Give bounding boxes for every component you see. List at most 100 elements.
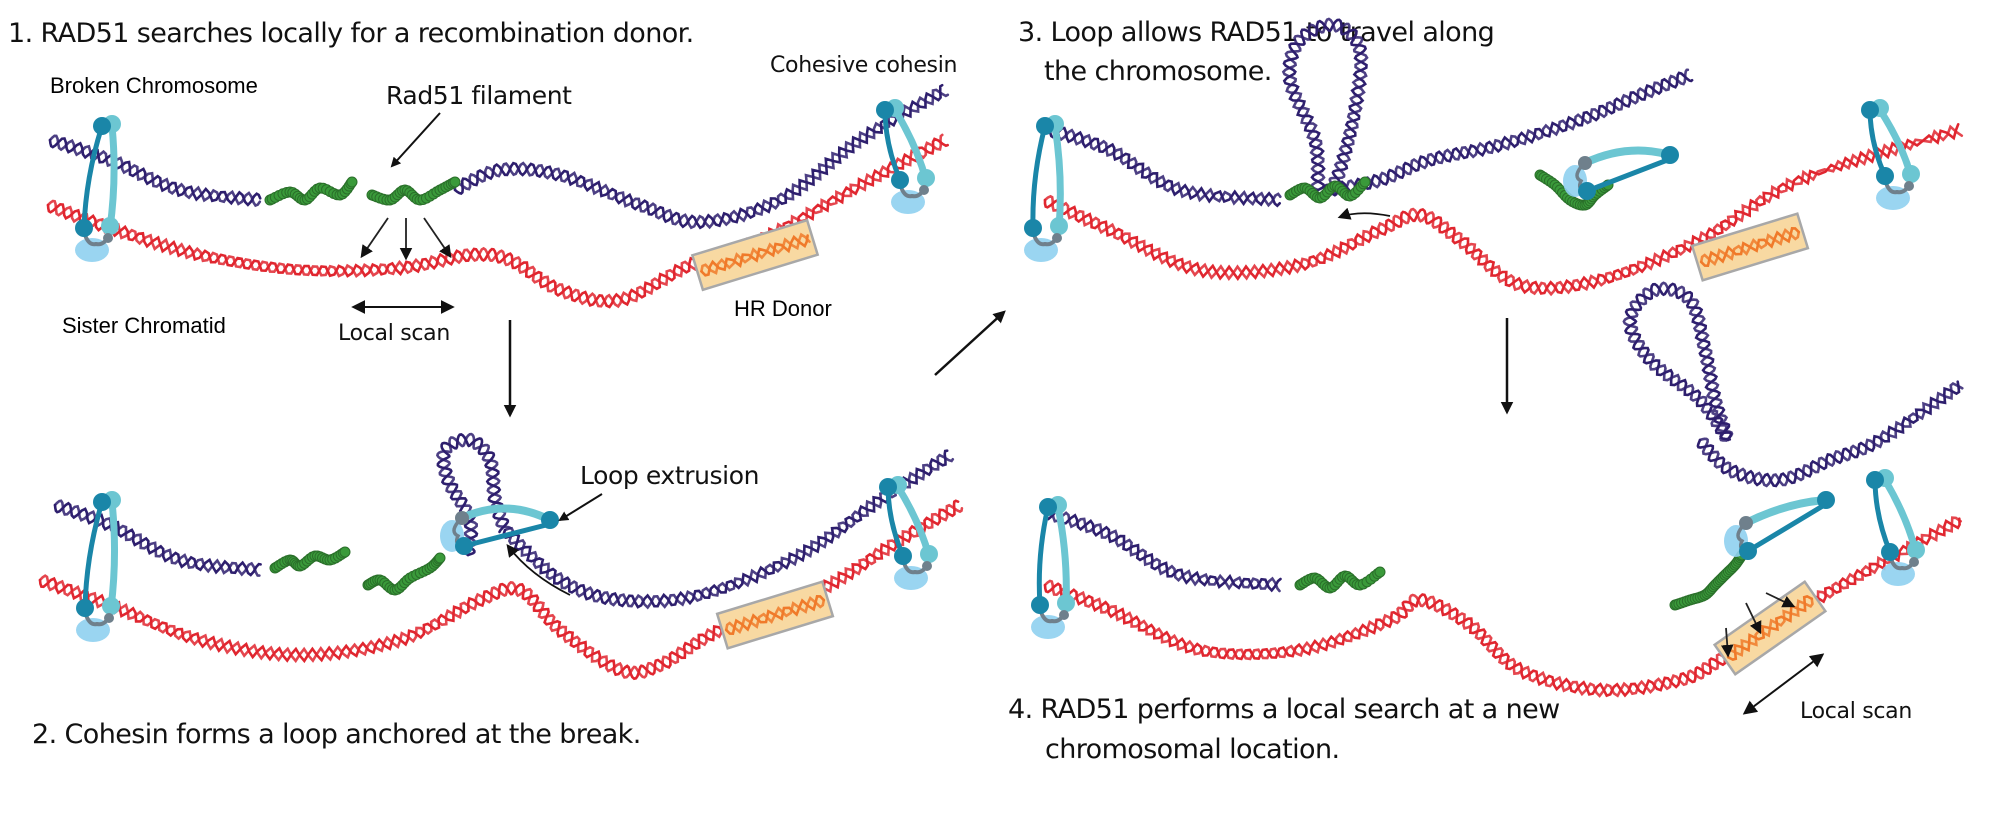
cohesin-head: [93, 493, 111, 511]
cohesive-cohesin-left: [1031, 496, 1075, 639]
cohesin-arm-light: [1581, 146, 1674, 167]
extruded-loop-strand: [1281, 17, 1369, 194]
loop-extruding-cohesin: [440, 504, 559, 555]
broken-chromosome-left-arm: [1043, 506, 1282, 593]
cohesin-hinge: [455, 511, 469, 525]
broken-chromosome-left-arm: [1048, 124, 1282, 208]
hr-donor-dna-strand: [700, 232, 811, 275]
panel-3-title-line1: 3. Loop allows RAD51 to travel along: [1018, 17, 1494, 48]
hr-donor-region: [715, 580, 835, 650]
sister-chromatid-strand: [1043, 123, 1960, 295]
cohesin-head: [93, 117, 111, 135]
search-arrow: [1745, 602, 1762, 635]
cohesin-hinge: [76, 599, 94, 617]
panel-4: Local scan 4. RAD51 performs a local sea…: [1008, 281, 1964, 765]
broken-chromosome-left-arm-strand: [48, 137, 262, 207]
cohesin-hinge: [103, 233, 113, 243]
search-arrow: [1720, 627, 1734, 658]
cohesin-hinge: [922, 561, 932, 571]
rad51-filament: [1284, 176, 1371, 204]
search-arrow: [360, 217, 389, 259]
extruded-loop-strand: [1282, 18, 1368, 192]
sister-chromatid: [46, 133, 949, 309]
panel-2-dna: [38, 432, 964, 681]
rad51-monomer: [339, 546, 351, 558]
hr-donor-dna: [700, 232, 811, 277]
broken-chromosome-right-arm-strand: [1698, 381, 1964, 488]
search-arrow: [1765, 592, 1796, 608]
rad51-monomer: [449, 176, 461, 188]
broken-chromosome-right-arm: [453, 83, 950, 230]
panel-4-title-line2: chromosomal location.: [1045, 734, 1339, 765]
panel-2: Loop extrusion 2. Cohesin forms a loop a…: [32, 432, 964, 750]
cohesin-hinge: [920, 545, 938, 563]
rad51-filament: [1294, 566, 1386, 594]
cohesin-hinge: [1881, 543, 1899, 561]
broken-chromosome-right-arm: [502, 449, 955, 610]
cohesin-head: [455, 537, 473, 555]
hr-donor-dna: [724, 594, 826, 636]
cohesin-hinge: [75, 219, 93, 237]
hr-donor-dna: [1726, 594, 1814, 662]
rad51-filament: [1669, 549, 1748, 611]
sister-chromatid: [1043, 123, 1964, 297]
cohesive-cohesin-right: [1861, 99, 1920, 210]
extrusion-direction-arrow: [506, 543, 571, 596]
extruded-loop-strand: [1622, 281, 1734, 442]
hr-donor-region: [1690, 212, 1810, 282]
rad51-monomer: [1359, 176, 1371, 188]
cohesin-hinge: [917, 169, 935, 187]
cohesin-arm-dark: [81, 123, 105, 231]
cohesin-hinge: [1578, 156, 1592, 170]
cohesin-hinge: [1052, 233, 1062, 243]
cohesin-hinge: [1031, 596, 1049, 614]
loop-extrusion-pointer-arrow: [558, 493, 603, 522]
cohesive-cohesin-label: Cohesive cohesin: [770, 53, 957, 78]
broken-chromosome-left-arm-strand: [1048, 124, 1282, 208]
broken-chromosome-left-arm-strand: [48, 134, 262, 208]
local-scan-arrow: [1742, 653, 1825, 715]
broken-chromosome-right-arm: [1696, 380, 1964, 488]
cohesin-hinge: [919, 185, 929, 195]
cohesive-cohesin-left: [76, 491, 121, 642]
search-arrow: [423, 217, 452, 259]
flow-arrow-2-to-3: [934, 310, 1006, 376]
panel-1: 1. RAD51 searches locally for a recombin…: [8, 18, 957, 346]
hr-donor-dna-strand: [724, 595, 826, 635]
cohesin-arm-light: [891, 106, 930, 184]
panel-1-title: 1. RAD51 searches locally for a recombin…: [8, 18, 694, 49]
broken-chromosome-right-arm-strand: [502, 449, 949, 609]
cohesin-arm-dark: [1584, 156, 1673, 194]
rad51-monomer: [1374, 566, 1386, 578]
hr-donor-dna-strand: [700, 234, 809, 277]
rad51-filament-label: Rad51 filament: [386, 81, 572, 110]
cohesin-arm-light: [458, 504, 554, 524]
hr-donor-region: [690, 218, 820, 292]
cohesive-cohesin-left: [75, 115, 121, 262]
rad51-filament: [264, 176, 358, 206]
cohesin-head: [1861, 101, 1879, 119]
sister-chromatid-label: Sister Chromatid: [62, 313, 226, 338]
cohesive-cohesin-left: [1024, 115, 1068, 262]
cohesive-cohesin-right: [876, 99, 935, 214]
cohesin-arm-dark: [1036, 504, 1051, 608]
cohesin-hinge: [1904, 181, 1914, 191]
broken-chromosome-left-arm-strand: [53, 501, 262, 577]
local-scan-label: Local scan: [1800, 699, 1912, 724]
panel-4-title-line1: 4. RAD51 performs a local search at a ne…: [1008, 694, 1560, 725]
broken-chromosome-left-arm: [53, 499, 262, 577]
cohesin-head: [541, 511, 559, 529]
panel-2-title: 2. Cohesin forms a loop anchored at the …: [32, 719, 641, 750]
hr-donor-dna: [1699, 226, 1801, 268]
broken-chromosome-left-arm: [48, 134, 262, 208]
panel-4-dna: [1031, 281, 1964, 698]
rad51-filament: [269, 546, 351, 574]
broken-chromosome-label: Broken Chromosome: [50, 73, 258, 98]
cohesin-head: [1661, 146, 1679, 164]
cohesive-cohesin-right: [879, 476, 938, 590]
cohesin-arm-dark: [461, 521, 553, 549]
rad51-filament: [1534, 169, 1614, 211]
hr-donor-dna-strand: [1726, 597, 1814, 659]
